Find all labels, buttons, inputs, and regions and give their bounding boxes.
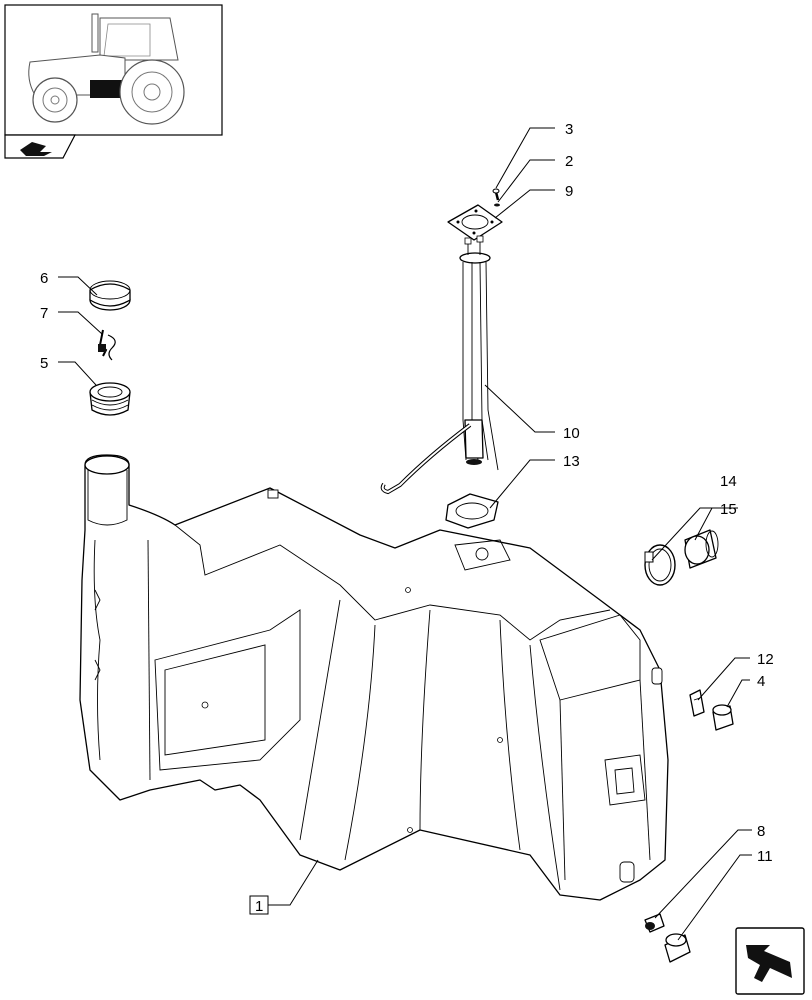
plug-cap bbox=[712, 704, 734, 731]
fuel-tank bbox=[79, 454, 669, 901]
callout-1: 1 bbox=[255, 898, 263, 915]
callout-14: 14 bbox=[720, 473, 737, 490]
fuel-sender-unit bbox=[380, 235, 499, 495]
screw-and-washer bbox=[492, 188, 500, 207]
next-page-arrow-icon[interactable] bbox=[735, 927, 805, 995]
page-return-icon[interactable] bbox=[4, 134, 76, 159]
callout-13: 13 bbox=[563, 453, 580, 470]
callout-10: 10 bbox=[563, 425, 580, 442]
hose-sleeve bbox=[684, 529, 719, 569]
callout-6: 6 bbox=[40, 270, 48, 287]
callout-11: 11 bbox=[757, 848, 773, 865]
filler-cap bbox=[89, 280, 131, 311]
callout-9: 9 bbox=[565, 183, 573, 200]
callout-7: 7 bbox=[40, 305, 48, 322]
drain-plug bbox=[644, 913, 665, 933]
callout-5: 5 bbox=[40, 355, 48, 372]
callout-15: 15 bbox=[720, 501, 737, 518]
clip bbox=[689, 689, 705, 717]
leader-lines bbox=[58, 127, 752, 941]
callout-4: 4 bbox=[757, 673, 765, 690]
filler-neck-adaptor bbox=[89, 382, 131, 416]
hose-clamp bbox=[644, 544, 676, 586]
callout-3: 3 bbox=[565, 121, 573, 138]
callout-2: 2 bbox=[565, 153, 573, 170]
callout-8: 8 bbox=[757, 823, 765, 840]
tractor-thumbnail-icon bbox=[4, 4, 223, 136]
cap-strap bbox=[98, 329, 116, 361]
callout-12: 12 bbox=[757, 651, 774, 668]
lower-gasket bbox=[445, 493, 499, 529]
drain-cap bbox=[664, 933, 691, 963]
flange-gasket bbox=[447, 204, 503, 241]
